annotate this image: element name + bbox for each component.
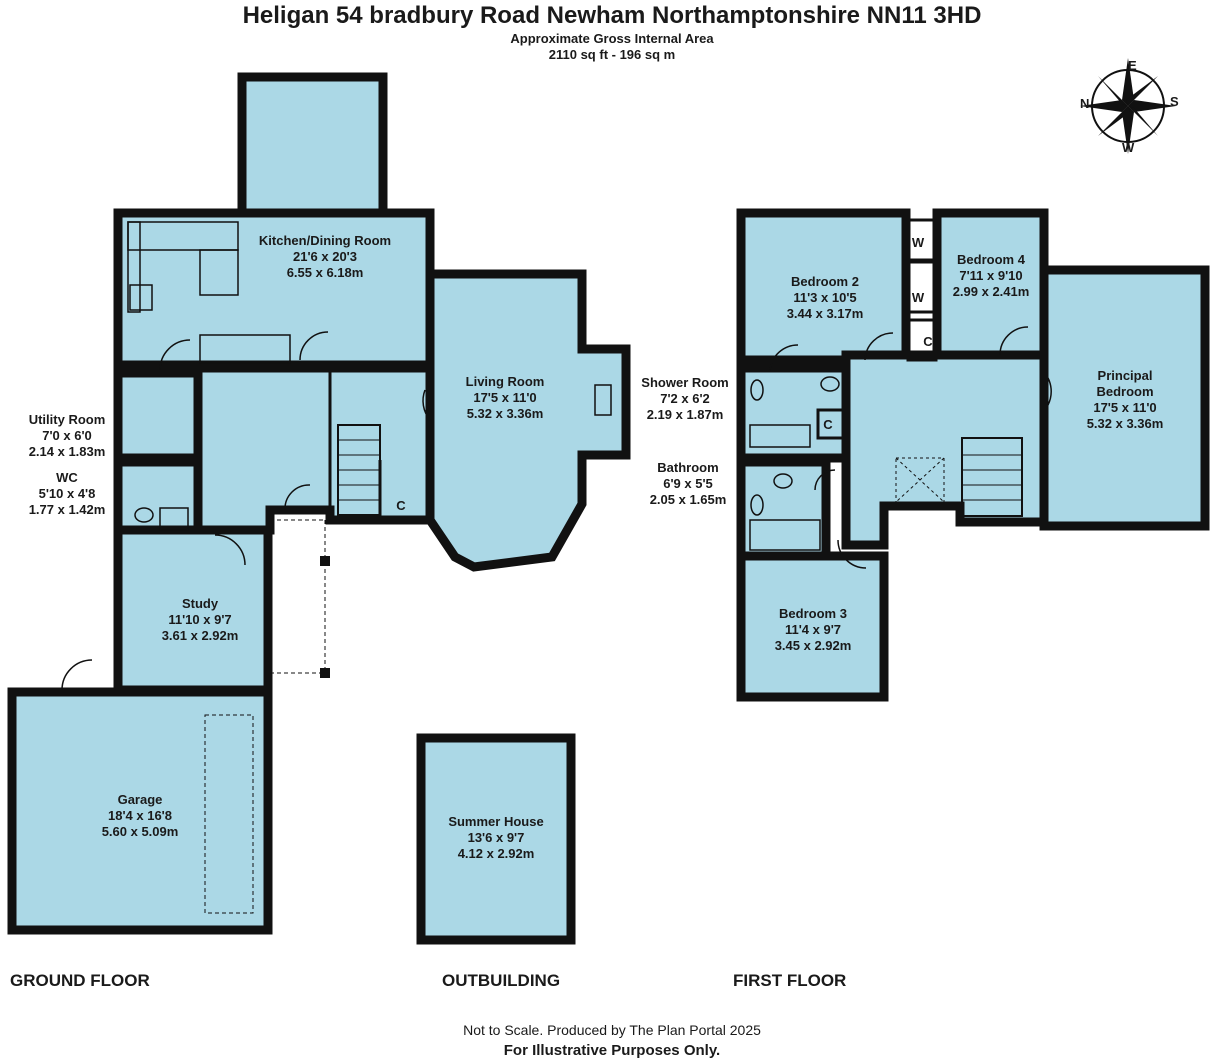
cupboard-marker-first-1: C <box>923 334 933 349</box>
utility-metric: 2.14 x 1.83m <box>29 444 106 459</box>
kitchen-main <box>113 208 435 370</box>
utility-name: Utility Room <box>29 412 106 427</box>
bathroom-name: Bathroom <box>657 460 718 475</box>
area-label: Approximate Gross Internal Area <box>510 31 714 46</box>
room-labels: Kitchen/Dining Room 21'6 x 20'3 6.55 x 6… <box>29 233 1164 861</box>
first-floor-label: FIRST FLOOR <box>733 971 847 990</box>
kitchen-extension <box>237 72 388 218</box>
footer-disclaimer: For Illustrative Purposes Only. <box>503 1042 721 1059</box>
bedroom-3 <box>736 551 889 702</box>
principal-imperial: 17'5 x 11'0 <box>1093 400 1156 415</box>
hallway <box>193 363 435 535</box>
bedroom-4 <box>932 208 1049 360</box>
ground-floor-label: GROUND FLOOR <box>10 971 150 990</box>
cupboard-marker-first-2: C <box>823 417 833 432</box>
compass-rose-icon <box>1080 58 1176 154</box>
shower-imperial: 7'2 x 6'2 <box>660 391 710 406</box>
compass-s: S <box>1170 94 1179 109</box>
principal-bedroom <box>1039 265 1210 531</box>
footer-scale-note: Not to Scale. Produced by The Plan Porta… <box>463 1022 761 1038</box>
kitchen-metric: 6.55 x 6.18m <box>287 265 364 280</box>
shower-metric: 2.19 x 1.87m <box>647 407 724 422</box>
kitchen-name: Kitchen/Dining Room <box>259 233 391 248</box>
wc-metric: 1.77 x 1.42m <box>29 502 106 517</box>
bed4-metric: 2.99 x 2.41m <box>953 284 1030 299</box>
compass-n: N <box>1080 96 1089 111</box>
principal-name-1: Principal <box>1098 368 1153 383</box>
garage-name: Garage <box>118 792 163 807</box>
first-floor-plan <box>736 208 1210 702</box>
living-imperial: 17'5 x 11'0 <box>473 390 536 405</box>
bed2-name: Bedroom 2 <box>791 274 859 289</box>
bedroom-2 <box>736 208 911 365</box>
study-metric: 3.61 x 2.92m <box>162 628 239 643</box>
principal-metric: 5.32 x 3.36m <box>1087 416 1164 431</box>
bed2-imperial: 11'3 x 10'5 <box>793 290 856 305</box>
page-title: Heligan 54 bradbury Road Newham Northamp… <box>242 2 982 29</box>
summer-imperial: 13'6 x 9'7 <box>468 830 525 845</box>
garage-room <box>7 687 273 935</box>
living-name: Living Room <box>466 374 545 389</box>
wardrobe-marker-2: W <box>912 290 925 305</box>
wardrobe-marker-1: W <box>912 235 925 250</box>
study-room <box>113 525 273 695</box>
utility-imperial: 7'0 x 6'0 <box>42 428 92 443</box>
kitchen-imperial: 21'6 x 20'3 <box>293 249 357 264</box>
bathroom-imperial: 6'9 x 5'5 <box>663 476 713 491</box>
garage-metric: 5.60 x 5.09m <box>102 824 179 839</box>
compass-w: W <box>1122 140 1135 155</box>
shower-room <box>736 363 851 463</box>
living-room <box>425 269 631 572</box>
living-metric: 5.32 x 3.36m <box>467 406 544 421</box>
garage-imperial: 18'4 x 16'8 <box>108 808 172 823</box>
bed4-name: Bedroom 4 <box>957 252 1026 267</box>
utility-room <box>113 368 203 463</box>
bathroom-metric: 2.05 x 1.65m <box>650 492 727 507</box>
wc-name: WC <box>56 470 78 485</box>
principal-name-2: Bedroom <box>1096 384 1153 399</box>
bed2-metric: 3.44 x 3.17m <box>787 306 864 321</box>
bed3-metric: 3.45 x 2.92m <box>775 638 852 653</box>
bed4-imperial: 7'11 x 9'10 <box>959 268 1022 283</box>
wc-imperial: 5'10 x 4'8 <box>39 486 96 501</box>
cupboard-marker-ground: C <box>396 498 406 513</box>
study-imperial: 11'10 x 9'7 <box>168 612 231 627</box>
summer-house <box>416 733 576 945</box>
compass-e: E <box>1128 58 1137 73</box>
bathroom-room <box>736 457 831 561</box>
summer-metric: 4.12 x 2.92m <box>458 846 535 861</box>
shower-name: Shower Room <box>641 375 728 390</box>
ground-floor-plan <box>7 72 631 935</box>
outbuilding-label: OUTBUILDING <box>442 971 561 990</box>
summer-name: Summer House <box>448 814 543 829</box>
bed3-imperial: 11'4 x 9'7 <box>785 622 841 637</box>
bed3-name: Bedroom 3 <box>779 606 847 621</box>
area-value: 2110 sq ft - 196 sq m <box>548 47 676 62</box>
study-name: Study <box>182 596 219 611</box>
